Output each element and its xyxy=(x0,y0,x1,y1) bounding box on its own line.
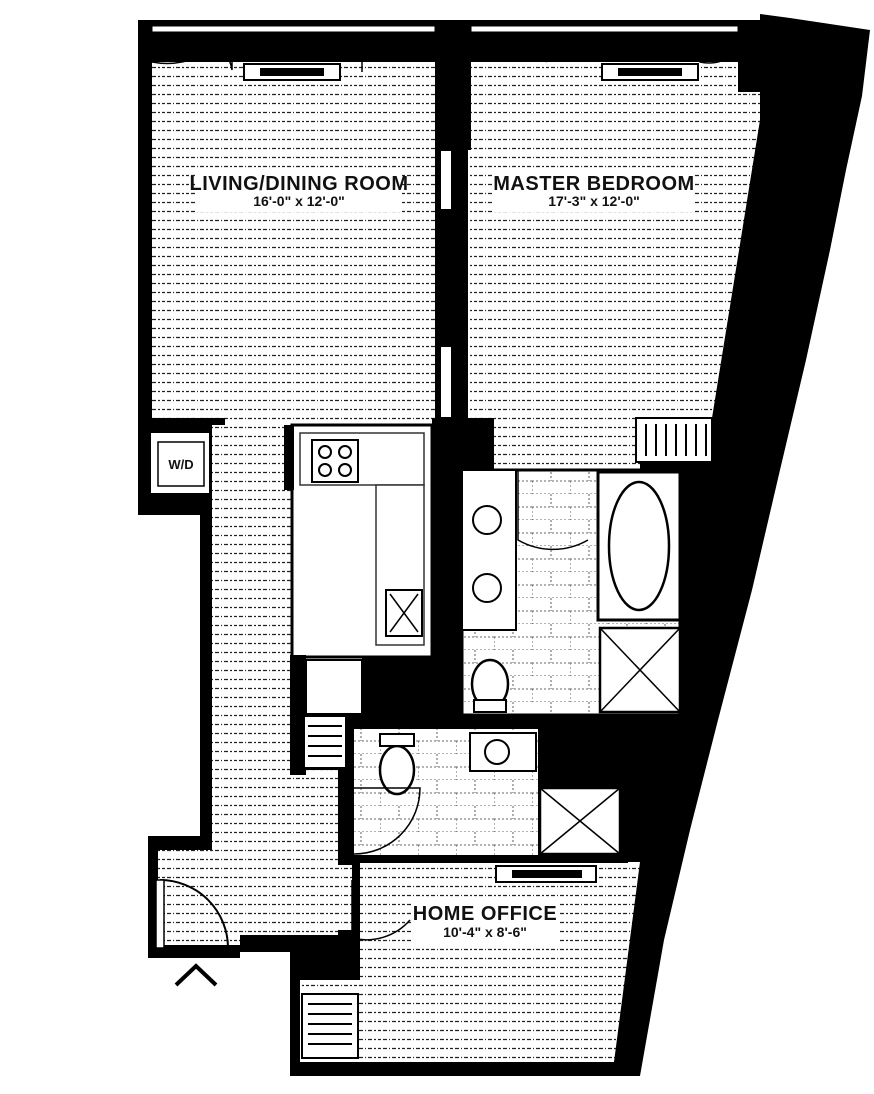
refrigerator xyxy=(305,659,363,715)
vanity xyxy=(461,469,517,631)
powder-toilet-tank xyxy=(379,733,415,747)
wall-partition xyxy=(439,149,453,211)
burner xyxy=(338,445,352,459)
master-bedroom-upper xyxy=(546,62,738,150)
toilet-tank xyxy=(473,699,507,713)
room-dimensions: 10'-4" x 8'-6" xyxy=(443,924,527,940)
window-swing xyxy=(699,30,741,64)
living-dining-label: LIVING/DINING ROOM 16'-0" x 12'-0" xyxy=(190,172,409,212)
powder-shower-cross xyxy=(539,787,621,855)
window-swing xyxy=(151,29,234,65)
sink-cross xyxy=(389,593,419,633)
office-door-swing xyxy=(351,880,411,941)
room-name: HOME OFFICE xyxy=(413,903,557,925)
closet-bedroom xyxy=(635,417,713,463)
window-swing xyxy=(209,30,233,71)
room-name: MASTER BEDROOM xyxy=(493,173,694,195)
wall-partition xyxy=(462,418,494,470)
burner xyxy=(318,463,332,477)
window-swing xyxy=(545,30,591,63)
washer-dryer-box xyxy=(157,441,205,487)
closet-hall xyxy=(303,715,347,769)
radiator-office-core xyxy=(512,870,582,878)
burner xyxy=(338,463,352,477)
cooktop xyxy=(311,439,359,483)
window-swing xyxy=(361,29,421,72)
bath-door-swing xyxy=(517,470,589,551)
burner xyxy=(318,445,332,459)
window-glazing xyxy=(151,25,436,33)
wall-partition xyxy=(362,657,452,717)
entry-door-leaf xyxy=(155,879,165,949)
bedroom-hall-floor xyxy=(462,418,640,470)
room-dimensions: 17'-3" x 12'-0" xyxy=(548,193,640,209)
entry-arrow-icon xyxy=(174,963,218,987)
powder-toilet xyxy=(378,744,416,796)
powder-door-swing xyxy=(353,787,421,855)
master-bedroom-label: MASTER BEDROOM 17'-3" x 12'-0" xyxy=(493,172,694,212)
wall-partition xyxy=(352,855,628,863)
wall-partition xyxy=(338,930,360,980)
wall-partition xyxy=(290,655,306,775)
room-dimensions: 16'-0" x 12'-0" xyxy=(253,193,345,209)
tub-basin xyxy=(607,480,671,612)
closet-office xyxy=(301,993,359,1059)
radiator-bedroom-core xyxy=(618,68,682,76)
wall-partition xyxy=(435,30,471,150)
wall-partition xyxy=(284,425,294,490)
basin xyxy=(472,573,502,603)
room-name: LIVING/DINING ROOM xyxy=(190,173,409,195)
basin xyxy=(472,505,502,535)
window-glazing xyxy=(470,25,739,33)
living-dining-floor xyxy=(152,62,435,425)
master-bedroom-floor xyxy=(468,62,760,418)
wall-partition xyxy=(338,715,538,729)
radiator-living-core xyxy=(260,68,324,76)
shower-cross xyxy=(599,627,681,713)
powder-basin xyxy=(484,739,510,765)
foyer-floor xyxy=(158,850,352,945)
wall-partition xyxy=(439,345,453,419)
home-office-label: HOME OFFICE 10'-4" x 8'-6" xyxy=(412,902,558,942)
washer-dryer-label: W/D xyxy=(168,457,193,472)
